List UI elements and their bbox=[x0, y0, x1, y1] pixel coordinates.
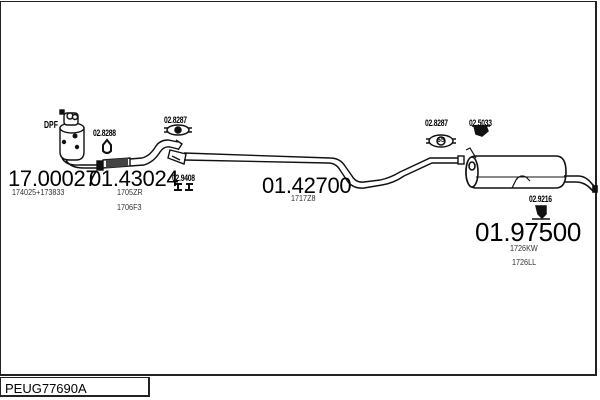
part-number-middle-pipe: 01.42700 bbox=[262, 173, 352, 198]
flange-icon bbox=[167, 149, 187, 165]
diagram-code-box: PEUG77690A bbox=[0, 377, 150, 397]
part-number-dpf: 17.00027 bbox=[8, 166, 98, 191]
hanger-icon bbox=[174, 183, 193, 191]
part-ref: 174025+173833 bbox=[12, 187, 65, 197]
part-number-front-pipe: 01.43024 bbox=[89, 166, 179, 191]
accessory-number: 02.8287 bbox=[164, 115, 187, 125]
part-ref: 1705ZR bbox=[117, 187, 143, 197]
part-ref: 1726LL bbox=[512, 257, 537, 267]
clamp-size-label: 65 bbox=[437, 137, 445, 144]
dpf-label: DPF bbox=[44, 120, 58, 131]
mounting-rubber-icon bbox=[472, 125, 490, 137]
accessory-number: 02.5033 bbox=[469, 118, 492, 128]
rear-silencer-icon bbox=[465, 147, 598, 193]
front-pipe-icon bbox=[102, 139, 183, 169]
clamp-icon bbox=[164, 124, 192, 136]
part-number-rear-silencer: 01.97500 bbox=[475, 217, 582, 247]
accessory-number: 02.9408 bbox=[172, 173, 195, 183]
accessory-number: 02.8287 bbox=[425, 118, 448, 128]
bracket-icon bbox=[532, 205, 550, 220]
part-ref: 1726KW bbox=[510, 243, 538, 253]
accessory-number: 02.9216 bbox=[529, 194, 552, 204]
part-ref: 1706F3 bbox=[117, 202, 142, 212]
diagram-code: PEUG77690A bbox=[5, 381, 87, 396]
gasket-icon bbox=[102, 138, 112, 154]
part-ref: 1717Z8 bbox=[291, 193, 316, 203]
clamp-65-icon bbox=[426, 134, 456, 148]
middle-pipe-icon bbox=[183, 152, 465, 189]
accessory-number: 02.8288 bbox=[93, 128, 116, 138]
dpf-icon bbox=[59, 109, 104, 171]
